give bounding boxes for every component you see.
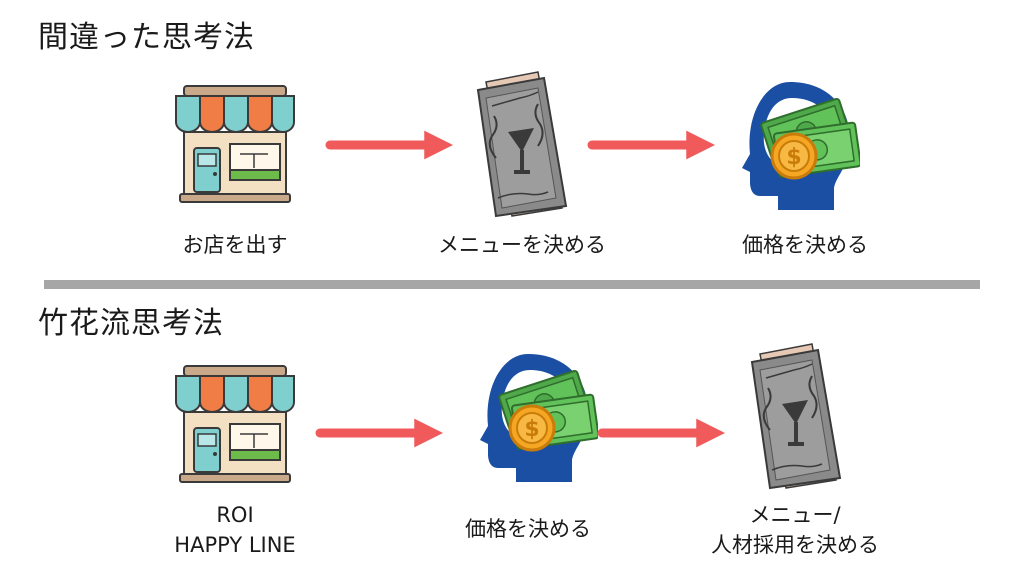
shop-icon [170,82,300,212]
arrow-right-icon [597,418,726,448]
step-label-menu-line1: メニュー/ [749,503,841,527]
section-title-wrong: 間違った思考法 [38,20,255,55]
shop-icon [170,362,300,492]
money-head-icon [458,348,598,488]
step-label-open-shop: お店を出す [182,233,288,257]
section-divider [44,280,980,289]
arrow-right-icon [325,130,454,160]
step-label-decide-price: 価格を決める [742,233,868,257]
arrow-right-icon [587,130,716,160]
step-label-roi-line2: HAPPY LINE [174,533,296,557]
step-label-decide-menu: メニューを決める [438,233,606,257]
section-title-takehana: 竹花流思考法 [38,306,224,341]
money-head-icon [720,76,860,216]
step-label-decide-price: 価格を決める [428,514,628,544]
step-label-roi-line1: ROI [216,503,254,527]
step-label-menu-line2: 人材採用を決める [711,533,879,557]
step-label-decide-price-line1: 価格を決める [465,517,591,541]
step-label-roi: ROI HAPPY LINE [135,500,335,560]
menu-book-icon [472,68,572,218]
step-label-decide-menu-hiring: メニュー/ 人材採用を決める [680,500,910,560]
arrow-right-icon [315,418,444,448]
menu-book-icon [746,340,846,490]
